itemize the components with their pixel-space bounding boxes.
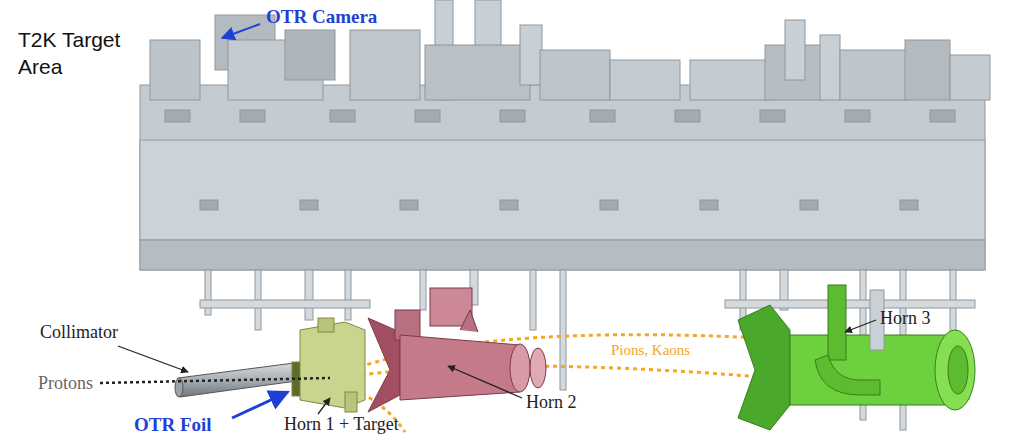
leader-lines (118, 24, 876, 418)
horn-2-leader (448, 366, 522, 398)
foil-label: OTR Foil (134, 414, 212, 436)
part-label: Horn 3 (880, 308, 931, 329)
horn-1-leader (318, 398, 330, 414)
foil-arrow (232, 392, 288, 418)
beam-label: Protons (38, 373, 93, 394)
horn-2-symbol (368, 288, 546, 412)
support-structure (140, 0, 990, 430)
camera-arrow (222, 24, 260, 38)
horn-3-symbol (738, 285, 975, 430)
horn-3-leader (845, 320, 876, 332)
part-label: Collimator (40, 322, 118, 343)
collimator-leader (118, 346, 188, 372)
part-label: Horn 2 (526, 392, 577, 413)
horn-1-symbol (292, 318, 365, 412)
proton-beam (100, 378, 330, 383)
camera-label: OTR Camera (266, 6, 377, 28)
particle-label: Pions, Kaons (608, 342, 693, 359)
part-label: Horn 1 + Target (284, 414, 399, 435)
area-title: T2K Target Area (18, 26, 133, 81)
